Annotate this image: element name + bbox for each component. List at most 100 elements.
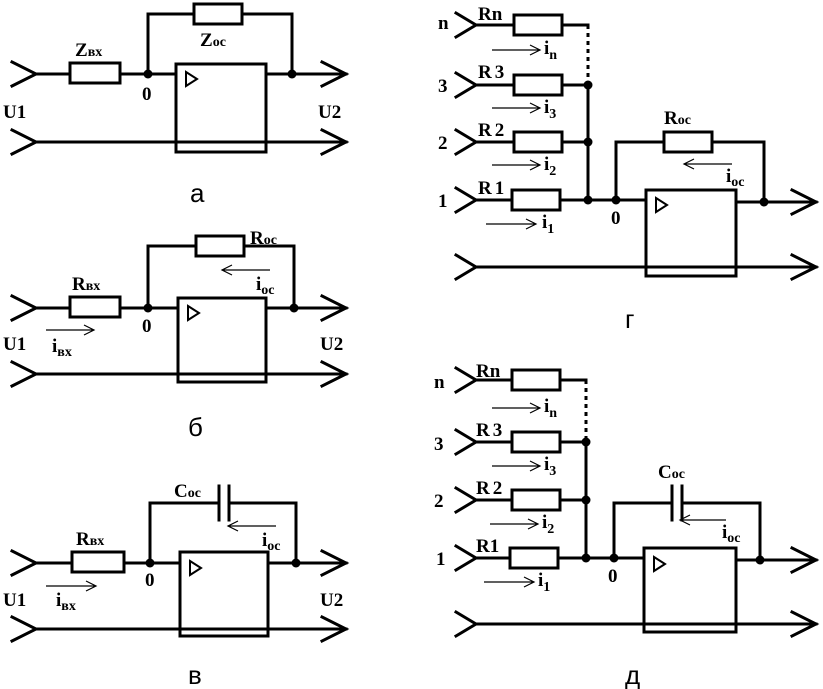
d-amplifier-triangle xyxy=(653,555,667,573)
caption-g: г xyxy=(625,304,634,334)
v-output-dot xyxy=(291,558,301,568)
b-output-wire xyxy=(264,293,350,323)
a-feedback-wire xyxy=(146,12,294,76)
b-amplifier xyxy=(176,296,268,384)
g-i3-arrow xyxy=(492,102,542,114)
v-node-label: 0 xyxy=(145,570,155,591)
v-output-wire xyxy=(266,548,350,578)
b-rin-element xyxy=(68,295,122,319)
v-amplifier-triangle xyxy=(189,559,203,577)
g-r1-element xyxy=(510,188,562,212)
d-input-2-label: 2 xyxy=(434,491,444,512)
circuit-a: Zвх Zос 0 U1 U2 а xyxy=(3,2,350,208)
a-node-dot xyxy=(143,69,153,79)
a-input-label: U1 xyxy=(3,102,26,123)
d-r3-element xyxy=(510,430,562,454)
a-zoc-element xyxy=(192,2,244,26)
g-i2-arrow xyxy=(492,159,542,171)
d-input-3-arrow xyxy=(453,427,514,457)
d-i2-arrow xyxy=(490,518,540,530)
b-output-label: U2 xyxy=(320,334,343,355)
b-feedback-wire xyxy=(146,244,296,310)
g-ground-wire xyxy=(453,252,820,282)
g-rn-element xyxy=(512,13,564,37)
d-feedback-wire xyxy=(612,501,762,562)
b-input-arrow xyxy=(9,293,72,323)
g-bus-dot-3 xyxy=(583,80,593,90)
d-r1-label: R1 xyxy=(476,536,499,557)
caption-a: а xyxy=(190,178,205,208)
g-ioc-label: iос xyxy=(726,166,745,190)
d-input-n-label: n xyxy=(434,372,445,393)
d-ioc-label: iос xyxy=(722,522,741,546)
caption-b: б xyxy=(188,412,203,442)
g-input-n-arrow xyxy=(453,10,516,40)
b-ground-wire xyxy=(9,359,350,389)
g-ioc-arrow xyxy=(682,158,732,170)
b-rin-label: Rвх xyxy=(72,274,100,295)
v-amplifier xyxy=(178,550,270,638)
b-output-dot xyxy=(289,303,299,313)
v-rin-label: Rвх xyxy=(76,529,104,550)
d-i3-arrow xyxy=(492,460,542,472)
a-zin-label: Zвх xyxy=(75,40,102,61)
g-roc-element xyxy=(662,130,714,154)
v-coc-label: Cос xyxy=(174,481,201,502)
d-input-1-label: 1 xyxy=(436,549,446,570)
g-i2-label: i2 xyxy=(544,154,556,179)
v-feedback-wire xyxy=(148,501,298,565)
d-bus-dot-3 xyxy=(581,437,591,447)
d-bus-dot-2 xyxy=(581,495,591,505)
circuit-v: Rвх Cос iвх iос 0 U1 U2 в xyxy=(3,481,350,689)
d-input-1-arrow xyxy=(453,543,512,573)
d-r1-element xyxy=(508,546,560,570)
g-i1-label: i1 xyxy=(542,212,554,237)
b-iin-arrow xyxy=(46,324,96,336)
d-node-dot xyxy=(609,553,619,563)
b-roc-label: Rос xyxy=(250,228,277,249)
a-output-label: U2 xyxy=(318,102,341,123)
b-input-label: U1 xyxy=(3,334,26,355)
v-output-label: U2 xyxy=(320,590,343,611)
d-i3-label: i3 xyxy=(544,454,556,479)
g-i3-label: i3 xyxy=(544,97,556,122)
d-bus-dot-1 xyxy=(581,553,591,563)
g-bus-dot-1 xyxy=(583,195,593,205)
a-output-wire xyxy=(264,59,350,89)
caption-d: д xyxy=(625,660,640,689)
b-node-dot xyxy=(143,303,153,313)
d-output-wire xyxy=(734,545,820,575)
d-output-dot xyxy=(755,555,765,565)
a-zin-element xyxy=(68,61,122,85)
d-in-arrow xyxy=(492,402,542,414)
d-r2-element xyxy=(510,488,562,512)
g-roc-label: Rос xyxy=(664,108,691,129)
g-amplifier xyxy=(644,188,738,278)
g-output-wire xyxy=(734,187,820,217)
v-ioc-label: iос xyxy=(262,530,281,554)
g-output-dot xyxy=(759,197,769,207)
b-amplifier-triangle xyxy=(187,304,201,322)
d-rn-element xyxy=(510,368,562,392)
v-iin-label: iвх xyxy=(56,590,76,614)
d-i1-arrow xyxy=(484,576,536,588)
g-amplifier-triangle xyxy=(655,196,669,214)
g-input-1-label: 1 xyxy=(438,191,448,212)
d-amplifier xyxy=(642,546,738,634)
d-in-label: in xyxy=(544,396,557,421)
v-input-label: U1 xyxy=(3,590,26,611)
g-feedback-wire xyxy=(614,140,766,204)
circuit-b: Rвх Rос iвх iос 0 U1 U2 б xyxy=(3,228,350,442)
d-input-2-arrow xyxy=(453,485,514,515)
g-input-n-label: n xyxy=(438,13,449,34)
d-ground-wire xyxy=(453,609,820,639)
d-rn-label: Rn xyxy=(476,361,501,382)
g-i1-arrow xyxy=(486,218,538,230)
